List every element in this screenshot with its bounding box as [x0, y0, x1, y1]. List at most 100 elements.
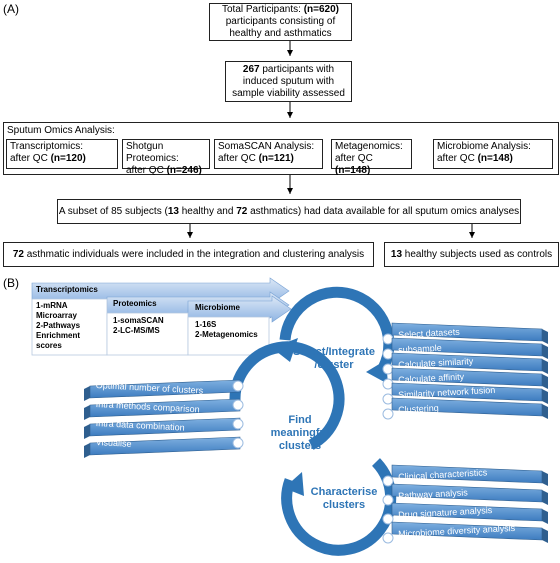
proteomics-item: 2-LC-MS/MS: [113, 326, 160, 335]
omics-title: Shotgun Proteomics:: [126, 141, 179, 164]
transcriptomics-item: scores: [36, 341, 62, 350]
cycle1-line: /cluster: [314, 359, 354, 371]
transcriptomics-item: 1-mRNA: [36, 301, 68, 310]
total-participants-line3: healthy and asthmatics: [229, 28, 332, 39]
omics-count: (n=121): [258, 153, 294, 164]
cycle3-line: Characterise: [310, 486, 378, 498]
slanted-bar-end: [542, 490, 548, 505]
microbiome-box: [187, 316, 270, 356]
transcriptomics-list: 1-mRNA Microarray 2-Pathways Enrichment …: [36, 301, 80, 351]
total-participants-text: Total Participants:: [221, 4, 304, 15]
healthy-count: 13: [390, 249, 403, 260]
omics-title: Transcriptomics:: [10, 141, 83, 152]
transcriptomics-item: Microarray: [36, 311, 77, 320]
bar-dot: [232, 399, 244, 411]
subset-asthmatic-count: 72: [236, 206, 248, 217]
panel-b-label: (B): [3, 276, 19, 290]
proteomics-box: [106, 312, 189, 356]
proteomics-title: Proteomics: [113, 299, 157, 308]
panel-a-label: (A): [3, 2, 19, 16]
omics-count: (n=148): [477, 153, 513, 164]
slanted-bar-end: [542, 389, 548, 404]
sputum-line3: sample viability assessed: [232, 88, 345, 99]
cycle1-arrowhead: [272, 338, 298, 362]
omics-after-qc: after QC: [218, 153, 259, 164]
total-participants-count: (n=620): [303, 4, 339, 15]
slanted-bar-end: [542, 471, 548, 486]
cycle2-label: Find meaningful clusters: [252, 414, 348, 453]
omics-box-microbiome: Microbiome Analysis: after QC (n=148): [433, 139, 553, 169]
healthy-box: 13 healthy subjects used as controls: [384, 242, 559, 267]
bar-dot: [382, 513, 394, 525]
healthy-text: healthy subjects used as controls: [402, 249, 553, 260]
bar-label: Clustering: [398, 402, 439, 415]
omics-title: SomaSCAN Analysis:: [218, 141, 315, 152]
microbiome-title: Microbiome: [195, 303, 240, 312]
bar-dot: [232, 418, 244, 430]
right-bottom-bars: [382, 464, 548, 544]
bar-dot: [382, 408, 394, 420]
slanted-bar-end: [542, 528, 548, 543]
transcriptomics-item: Enrichment: [36, 331, 81, 340]
proteomics-list: 1-somaSCAN 2-LC-MS/MS: [113, 316, 164, 336]
bar-dot: [382, 333, 394, 345]
slanted-bar-end: [542, 344, 548, 359]
subset-box: A subset of 85 subjects (13 healthy and …: [57, 199, 521, 224]
subset-text-2: healthy and: [178, 206, 237, 217]
bar-dot: [382, 363, 394, 375]
transcriptomics-title: Transcriptomics: [36, 285, 98, 294]
subset-text-3: asthmatics) had data available for all s…: [247, 206, 520, 217]
slanted-bar-end: [542, 404, 548, 419]
bar-dot: [232, 380, 244, 392]
omics-box-metagenomics: Metagenomics: after QC (n=148): [331, 139, 412, 176]
proteomics-item: 1-somaSCAN: [113, 316, 164, 325]
sputum-line1: participants with: [259, 64, 335, 75]
omics-after-qc: after QC: [126, 165, 167, 176]
panel-a-connectors: [187, 41, 475, 238]
bar-dot: [382, 475, 394, 487]
omics-count: (n=246): [166, 165, 202, 176]
cycle2-arrowhead: [366, 360, 388, 384]
slanted-bar-end: [84, 424, 90, 439]
microbiome-list: 1-16S 2-Metagenomics: [195, 320, 258, 340]
transcriptomics-item: 2-Pathways: [36, 321, 81, 330]
bar-dot: [382, 532, 394, 544]
cycle2-line: Find: [288, 414, 312, 426]
subset-healthy-count: 13: [167, 206, 179, 217]
slanted-bar-end: [542, 374, 548, 389]
omics-after-qc: after QC: [10, 153, 51, 164]
slanted-bar-end: [542, 329, 548, 344]
transcriptomics-box: [31, 298, 108, 356]
cycle1-line: Select/Integrate: [293, 346, 375, 358]
cycle3-line: clusters: [322, 499, 366, 511]
right-top-bars: [382, 322, 548, 420]
omics-header: Sputum Omics Analysis:: [7, 125, 115, 136]
asthmatic-count: 72: [12, 249, 24, 260]
total-participants-box: Total Participants: (n=620) participants…: [209, 3, 352, 41]
omics-after-qc: after QC: [437, 153, 478, 164]
omics-box-shotgun-proteomics: Shotgun Proteomics: after QC (n=246): [122, 139, 210, 176]
left-mid-bars: [84, 379, 244, 458]
bar-label: Visualise: [95, 437, 132, 449]
sputum-count: 267: [242, 64, 260, 75]
sputum-box: 267 participants with induced sputum wit…: [225, 61, 352, 102]
slanted-bar-end: [84, 443, 90, 458]
bar-dot: [382, 348, 394, 360]
slanted-bar-end: [542, 359, 548, 374]
omics-after-qc: after QC: [335, 153, 373, 164]
bar-dot: [382, 494, 394, 506]
bar-dot: [382, 378, 394, 390]
slanted-bar-end: [542, 509, 548, 524]
total-participants-line2: participants consisting of: [225, 16, 336, 27]
asthmatic-box: 72 asthmatic individuals were included i…: [3, 242, 374, 267]
subset-text-1: A subset of 85 subjects (: [58, 206, 168, 217]
asthmatic-text: asthmatic individuals were included in t…: [23, 249, 365, 260]
omics-box-somascan: SomaSCAN Analysis: after QC (n=121): [214, 139, 323, 169]
bar-dot: [232, 437, 244, 449]
omics-title: Microbiome Analysis:: [437, 141, 531, 152]
omics-count: (n=120): [50, 153, 86, 164]
slanted-bar-end: [84, 386, 90, 401]
omics-box-transcriptomics: Transcriptomics: after QC (n=120): [6, 139, 118, 169]
omics-title: Metagenomics:: [335, 141, 403, 152]
